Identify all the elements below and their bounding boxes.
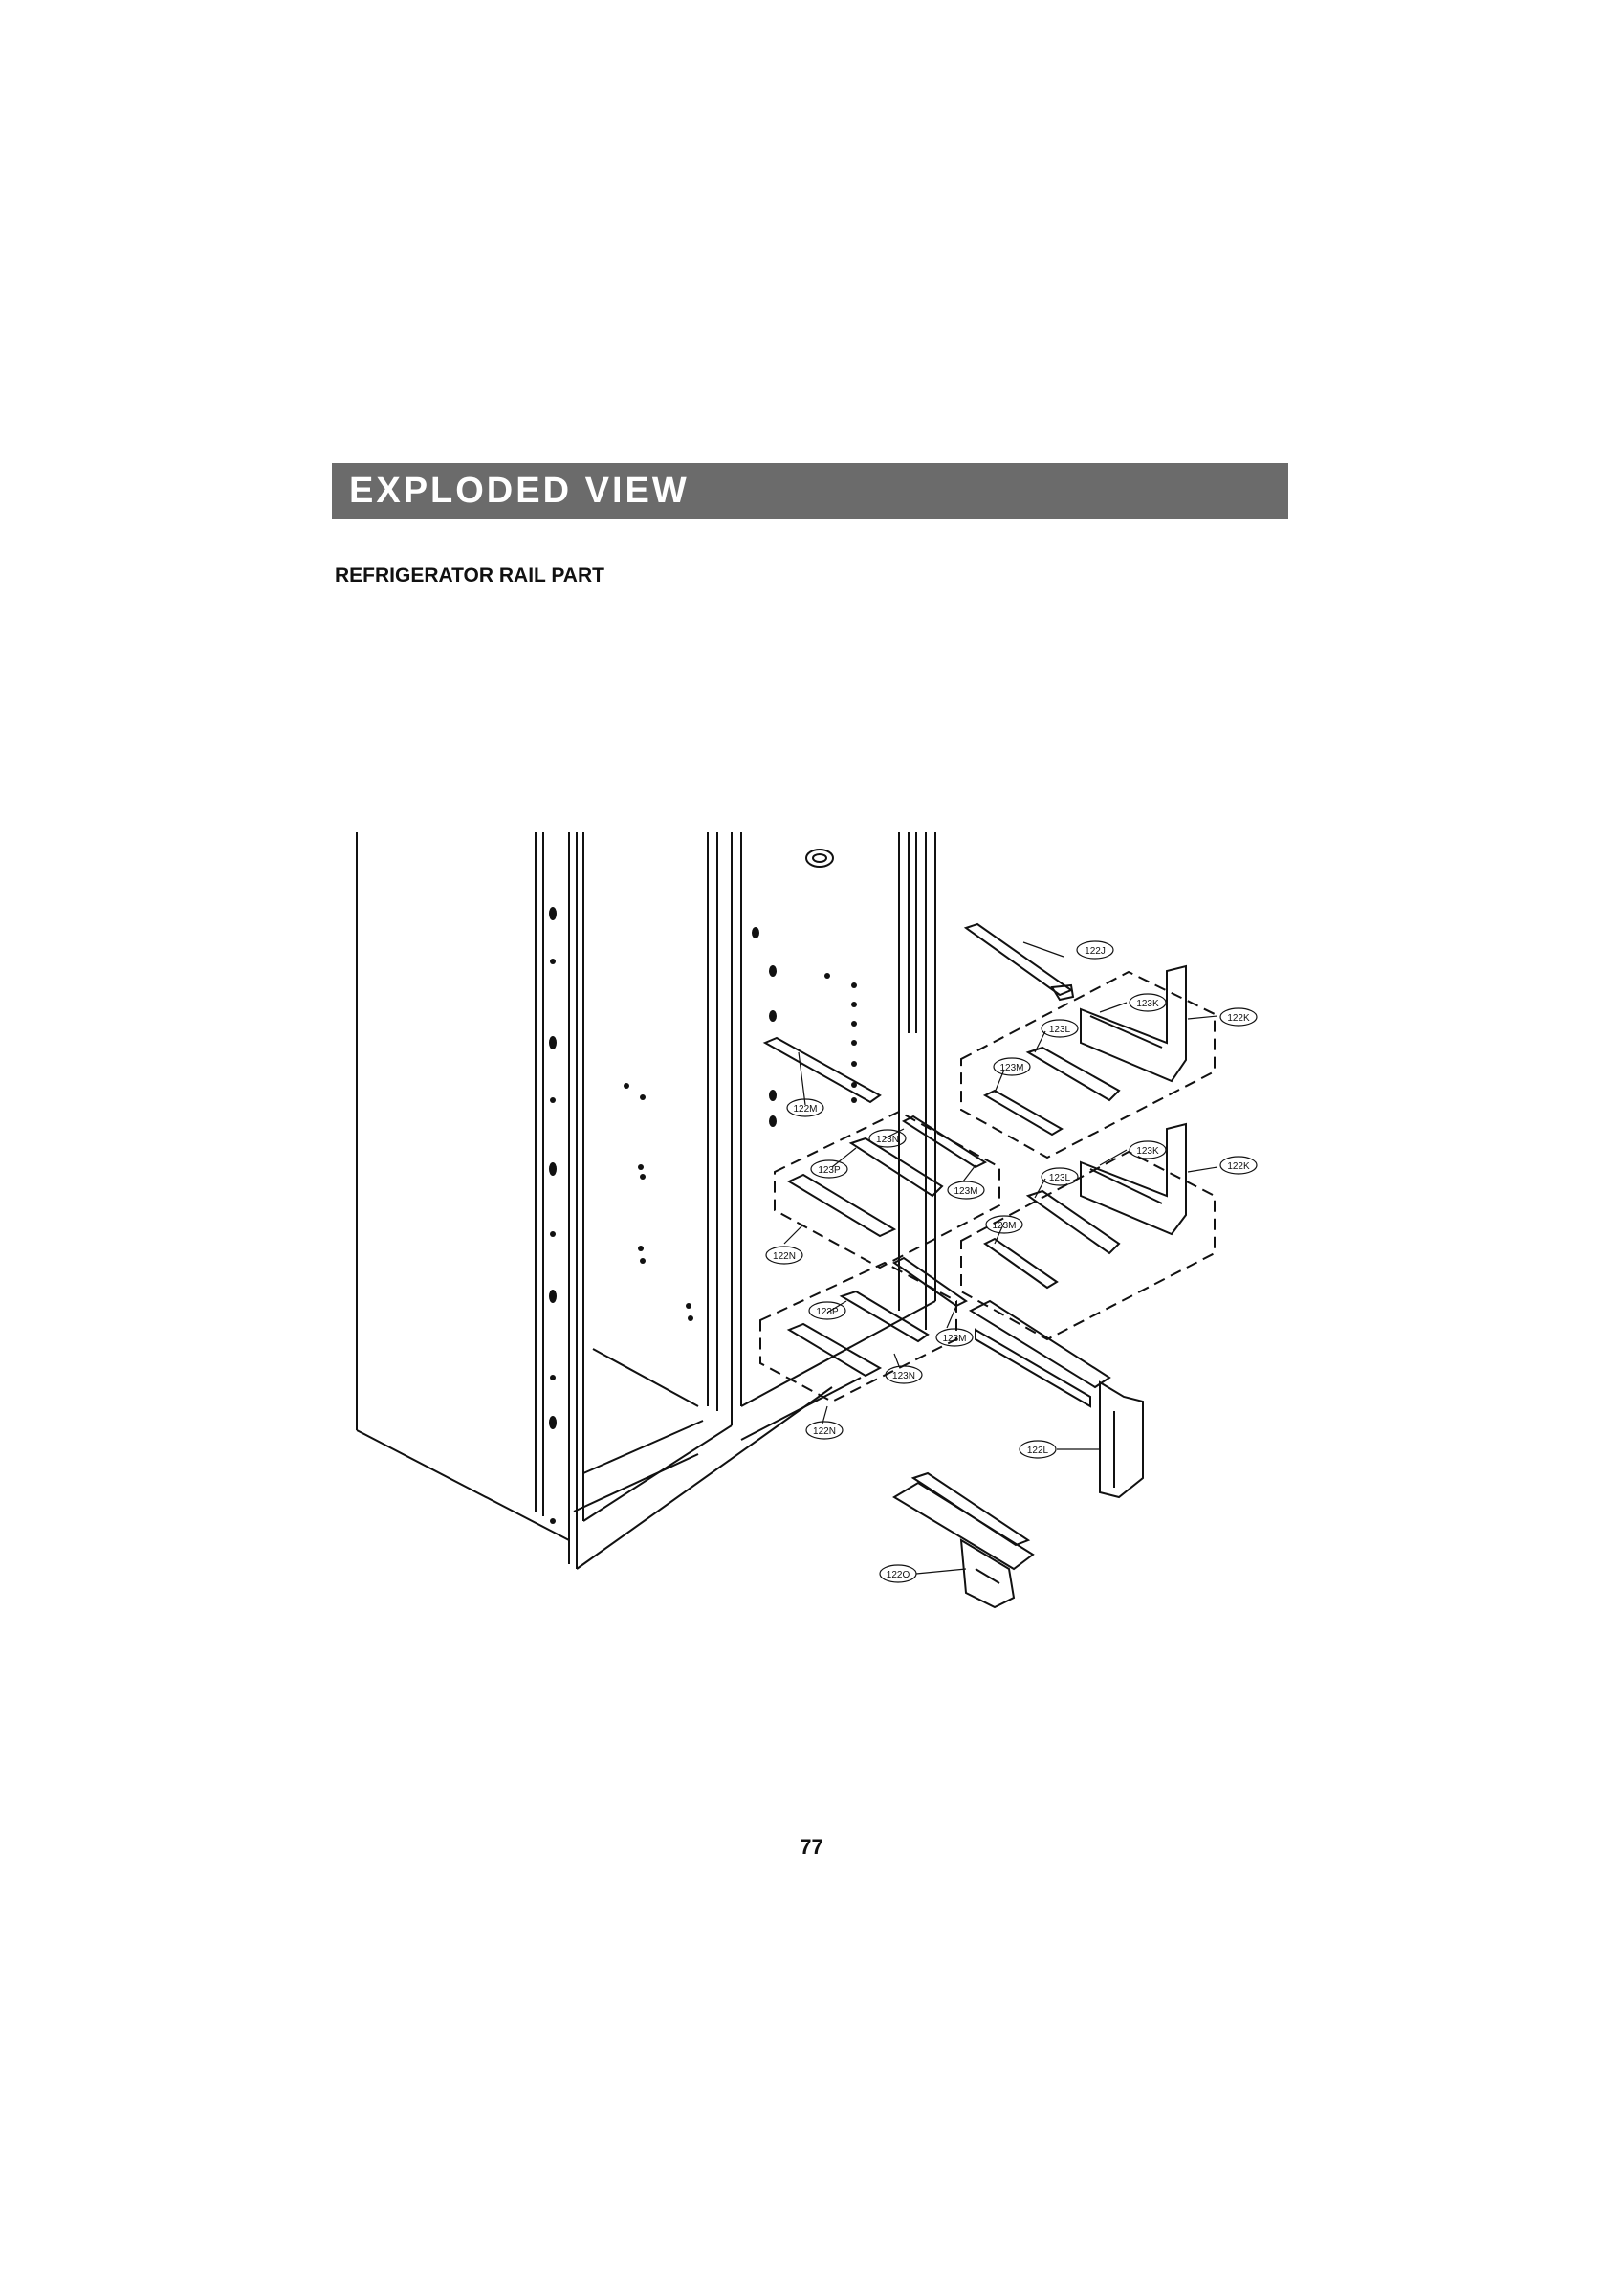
callout-122K: 122K (1227, 1013, 1250, 1024)
callout-122J: 122J (1085, 946, 1106, 957)
group-middle-left (774, 1110, 1000, 1269)
part-123L-rail-a (1025, 1046, 1121, 1102)
callout-122N: 122N (813, 1426, 836, 1437)
cabinet-body (356, 832, 936, 1570)
callout-123N: 123N (892, 1371, 915, 1381)
callout-122M: 122M (793, 1104, 817, 1115)
cabinet-holes (549, 907, 857, 1524)
callout-122O: 122O (887, 1570, 910, 1580)
part-123N-rail-b (892, 1256, 968, 1308)
group-middle-right (960, 1150, 1216, 1341)
part-123L-rail-b (1025, 1189, 1121, 1255)
callout-123M: 123M (942, 1334, 966, 1344)
callout-123P: 123P (818, 1165, 841, 1176)
callout-123M: 123M (999, 1063, 1023, 1073)
callout-123M: 123M (954, 1186, 977, 1197)
callouts (765, 940, 1258, 1583)
callout-123K: 123K (1136, 1146, 1159, 1157)
callout-122L: 122L (1027, 1446, 1049, 1456)
callout-123L: 123L (1049, 1173, 1071, 1183)
leader-lines (783, 941, 1218, 1575)
part-123M-rail-a (982, 1089, 1064, 1137)
part-122K-bracket-b (1080, 1122, 1187, 1236)
part-122M-rail (762, 1036, 882, 1104)
part-123P-bracket-a (786, 1137, 944, 1238)
section-title: REFRIGERATOR RAIL PART (335, 564, 604, 586)
vent-icon (805, 849, 834, 868)
page-title: EXPLODED VIEW (349, 471, 690, 511)
part-122L-rail (968, 1299, 1144, 1499)
group-lower (759, 1261, 957, 1403)
callout-123P: 123P (816, 1307, 839, 1317)
callout-labels: 122J 123K 122K 123L 123M 122M 123N 123P … (773, 946, 1250, 1580)
part-122J-rail (963, 922, 1075, 1002)
part-123P-bracket-b (786, 1290, 930, 1378)
callout-123N: 123N (876, 1135, 899, 1145)
callout-123K: 123K (1136, 999, 1159, 1009)
callout-123M: 123M (992, 1221, 1016, 1231)
callout-122K: 122K (1227, 1161, 1250, 1172)
group-upper-right (960, 970, 1216, 1159)
part-122O-bracket (892, 1471, 1035, 1609)
page-number: 77 (800, 1835, 823, 1859)
part-123N-rail-a (901, 1115, 988, 1169)
part-122K-bracket-a (1080, 964, 1187, 1083)
callout-123L: 123L (1049, 1025, 1071, 1035)
part-123M-rail-b (983, 1237, 1059, 1290)
header-bar: EXPLODED VIEW (332, 463, 1288, 519)
callout-122N: 122N (773, 1251, 796, 1262)
